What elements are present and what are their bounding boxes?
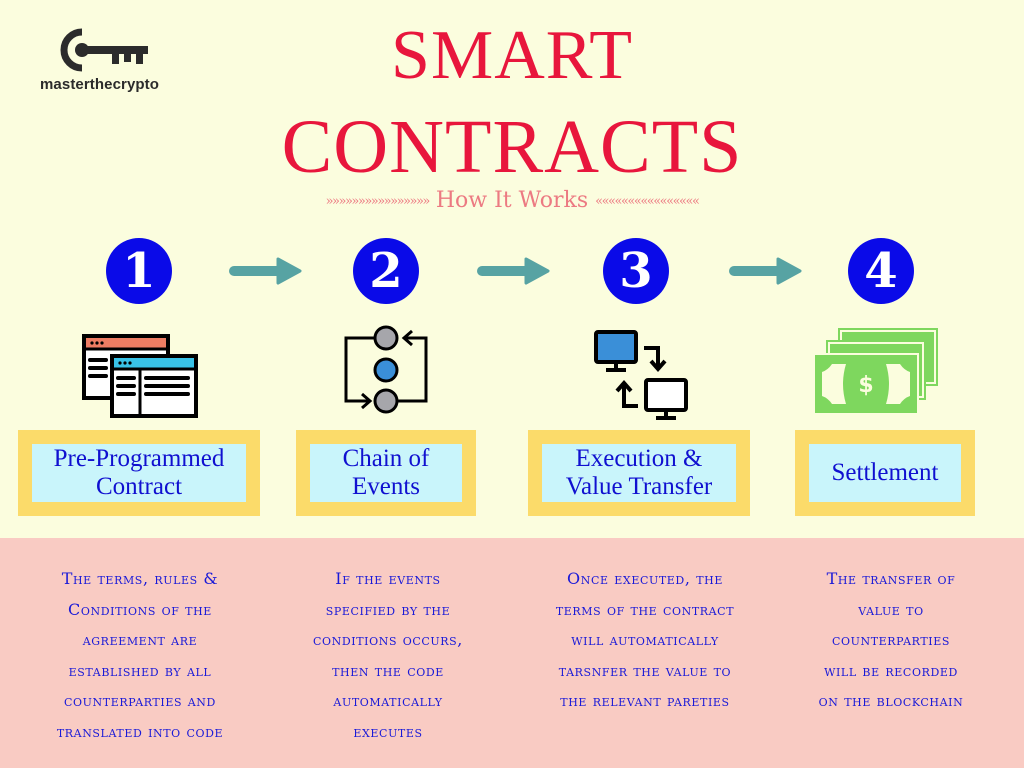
desc-line: translated into code xyxy=(56,721,224,741)
arrow-right-icon xyxy=(477,257,550,285)
step-2-label-line-1: Chain of xyxy=(342,445,430,472)
desc-line: counterparties and xyxy=(64,691,216,710)
desc-line: established by all xyxy=(68,660,212,680)
step-4-label: Settlement xyxy=(809,444,961,502)
desc-line: then the code xyxy=(332,660,444,680)
desc-line: terms of the contract xyxy=(555,599,735,619)
arrow-right-icon xyxy=(729,257,802,285)
desc-line: automatically xyxy=(333,691,443,710)
computer-transfer-icon xyxy=(594,330,688,420)
step-2-number: 2 xyxy=(353,238,419,304)
step-1-label: Pre-Programmed Contract xyxy=(32,444,246,502)
title-line-1: SMART xyxy=(391,17,633,94)
step-3-label: Execution & Value Transfer xyxy=(542,444,736,502)
desc-line: The transfer of xyxy=(826,569,956,588)
desc-line: the relevant pareties xyxy=(560,691,730,710)
money-bills-icon: $ xyxy=(813,328,938,415)
brand-logo: masterthecrypto xyxy=(40,28,180,98)
desc-line: conditions occurs, xyxy=(313,630,463,649)
desc-line: Conditions of the xyxy=(68,599,212,619)
step-4-description: The transfer of value to counterparties … xyxy=(780,564,1002,717)
step-1-number: 1 xyxy=(106,238,172,304)
subtitle-suffix-chevrons: «««««««««««««««« xyxy=(595,194,700,209)
desc-line: The terms, rules & xyxy=(61,569,219,588)
desc-line: will automatically xyxy=(571,630,719,649)
step-4-label-line-1: Settlement xyxy=(831,459,939,486)
subtitle-prefix-chevrons: »»»»»»»»»»»»»»»» xyxy=(325,194,431,209)
step-3-description: Once executed, the terms of the contract… xyxy=(520,564,770,717)
step-3-label-box: Execution & Value Transfer xyxy=(528,430,750,516)
step-2-description: If the events specified by the condition… xyxy=(278,564,498,747)
desc-line: If the events xyxy=(335,569,441,588)
title-line-2: CONTRACTS xyxy=(281,105,743,189)
brand-name: masterthecrypto xyxy=(40,76,160,93)
desc-line: Once executed, the xyxy=(567,569,723,588)
step-4-label-box: Settlement xyxy=(795,430,975,516)
step-1-description: The terms, rules & Conditions of the agr… xyxy=(20,564,260,747)
subtitle: »»»»»»»»»»»»»»»» How It Works ««««««««««… xyxy=(0,186,1024,217)
desc-line: will be recorded xyxy=(824,660,958,680)
desc-line: value to xyxy=(858,599,924,619)
svg-text:$: $ xyxy=(858,373,873,398)
step-1-label-line-2: Contract xyxy=(95,473,183,500)
step-2-label: Chain of Events xyxy=(310,444,462,502)
subtitle-text: How It Works xyxy=(435,188,589,213)
desc-line: counterparties xyxy=(831,630,951,649)
arrow-right-icon xyxy=(229,257,302,285)
step-2-label-line-2: Events xyxy=(351,473,421,500)
key-icon xyxy=(60,28,148,72)
step-2-label-box: Chain of Events xyxy=(296,430,476,516)
description-section xyxy=(0,538,1024,768)
event-cycle-icon xyxy=(344,325,428,414)
step-1-label-line-1: Pre-Programmed xyxy=(53,445,225,472)
desc-line: executes xyxy=(353,721,423,741)
step-3-label-line-2: Value Transfer xyxy=(565,473,713,500)
desc-line: tarsnfer the value to xyxy=(558,660,732,680)
desc-line: specified by the xyxy=(325,599,451,619)
browser-windows-icon xyxy=(82,334,198,418)
step-4-number: 4 xyxy=(848,238,914,304)
desc-line: on the blockchain xyxy=(818,691,964,710)
step-3-number: 3 xyxy=(603,238,669,304)
step-1-label-box: Pre-Programmed Contract xyxy=(18,430,260,516)
step-3-label-line-1: Execution & xyxy=(575,445,703,472)
desc-line: agreement are xyxy=(82,630,198,649)
